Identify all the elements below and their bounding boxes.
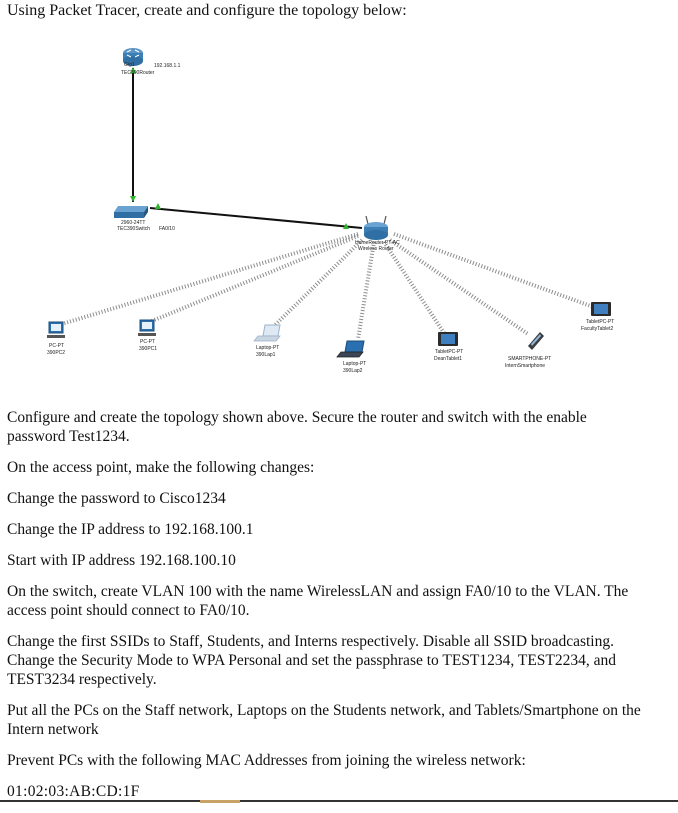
- switch-icon: [114, 206, 148, 218]
- laptop2-name-label: 390Lap2: [343, 368, 363, 374]
- link-indicators: [130, 67, 349, 229]
- wireless-links: [61, 232, 597, 340]
- paragraph: Start with IP address 192.168.100.10: [7, 552, 236, 569]
- paragraph: On the switch, create VLAN 100 with the …: [7, 583, 629, 619]
- laptop-icon: [253, 324, 281, 342]
- laptop1-name-label: 390Lap1: [256, 352, 276, 358]
- wireless-router-name-label: Wireless Router: [358, 246, 394, 252]
- paragraph: Change the first SSIDs to Staff, Student…: [7, 633, 617, 688]
- pc-icon: [138, 319, 156, 336]
- paragraph: Prevent PCs with the following MAC Addre…: [7, 752, 526, 769]
- wireless-router-model-label: HomeRouter-PT-AC: [355, 240, 400, 246]
- paragraph: Configure and create the topology shown …: [7, 409, 587, 445]
- switch-port-label: FA0/10: [159, 226, 175, 232]
- pc1-model-label: PC-PT: [140, 339, 155, 345]
- paragraph: Change the password to Cisco1234: [7, 490, 226, 507]
- document-title: Using Packet Tracer, create and configur…: [7, 2, 407, 19]
- page-divider: [0, 800, 678, 802]
- paragraph: Put all the PCs on the Staff network, La…: [7, 702, 641, 738]
- mac-address: 01:02:03:AB:CD:1F: [7, 783, 140, 800]
- switch-model-label: 2960-24TT: [121, 220, 145, 226]
- router-name-label: TEC390Router: [121, 70, 155, 76]
- wireless-router-icon: [364, 215, 388, 240]
- switch-wireless-router-link: [149, 207, 363, 229]
- router-port-label: Gig1: [124, 62, 135, 68]
- tablet2-name-label: FacultyTablet2: [581, 326, 613, 332]
- tablet-icon: [591, 302, 611, 316]
- paragraph: On the access point, make the following …: [7, 459, 315, 476]
- switch-name-label: TEC390Switch: [117, 226, 150, 232]
- pc2-model-label: PC-PT: [49, 343, 64, 349]
- pc2-name-label: 390PC2: [47, 350, 65, 356]
- router-icon: [123, 48, 143, 66]
- instructions: Configure and create the topology shown …: [7, 408, 647, 813]
- laptop-icon: [336, 340, 365, 358]
- smartphone-model-label: SMARTPHONE-PT: [508, 356, 551, 362]
- router-ip-label: 192.168.1.1: [154, 63, 181, 69]
- network-topology-diagram: Gig1 192.168.1.1 TEC390Router 2960-24TT …: [47, 48, 614, 374]
- tablet2-model-label: TabletPC-PT: [586, 319, 614, 325]
- smartphone-icon: [528, 332, 544, 350]
- laptop2-model-label: Laptop-PT: [343, 361, 366, 367]
- pc1-name-label: 390PC1: [139, 346, 157, 352]
- tablet-icon: [438, 332, 458, 346]
- tablet1-model-label: TabletPC-PT: [435, 349, 463, 355]
- laptop1-model-label: Laptop-PT: [256, 345, 279, 351]
- smartphone-name-label: InternSmartphone: [505, 363, 545, 369]
- pc-icon: [47, 321, 65, 338]
- paragraph: Change the IP address to 192.168.100.1: [7, 521, 254, 538]
- tablet1-name-label: DeanTablet1: [434, 356, 462, 362]
- page-divider-accent: [200, 800, 240, 803]
